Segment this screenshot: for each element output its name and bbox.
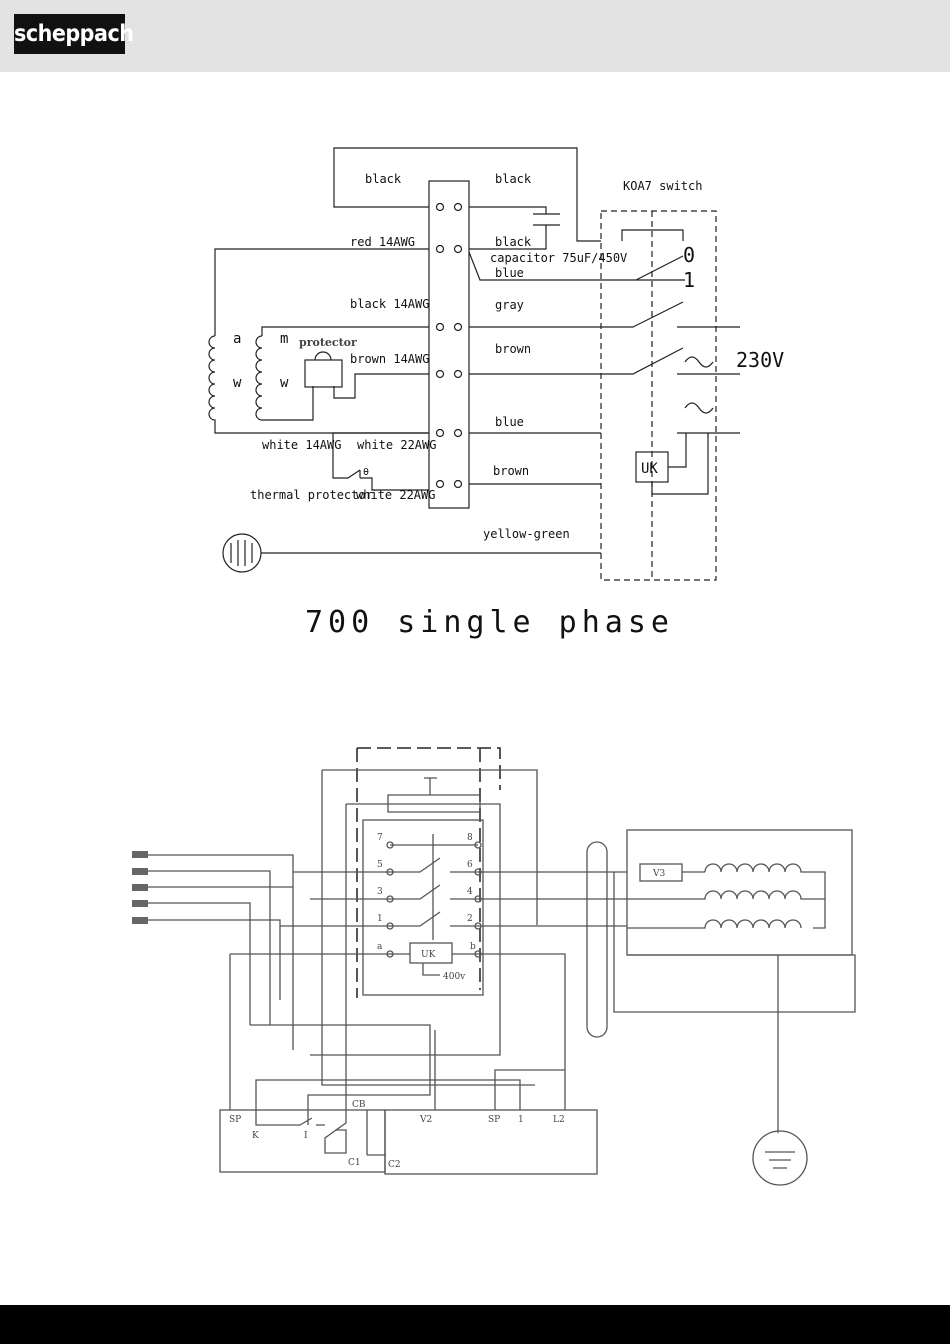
label-brown-14awg: brown 14AWG: [350, 352, 429, 366]
label-yellow-green: yellow-green: [483, 527, 570, 541]
label-coil-a: a: [233, 331, 241, 347]
label-thermal-protector: thermal protector: [250, 488, 373, 502]
switch-contact-0: [636, 256, 683, 280]
wire-inner-loop: [310, 804, 500, 1110]
label-k: K: [252, 1131, 259, 1141]
label-v2: V2: [419, 1115, 432, 1125]
input-plug-pins: [132, 851, 148, 924]
switch-contacts: [390, 845, 478, 926]
footer-bar: [0, 1305, 950, 1344]
terminal-5: 5: [377, 860, 383, 870]
terminal-a: a: [377, 942, 383, 952]
input-wires: [148, 855, 293, 1050]
label-sp-right: SP: [488, 1115, 500, 1125]
label-230v: 230V: [736, 348, 784, 372]
wire-red-14awg: [215, 249, 429, 336]
label-sp-left: SP: [229, 1115, 241, 1125]
ac-symbol-1: [685, 357, 713, 367]
label-l2: L2: [553, 1115, 565, 1125]
label-uk-2: UK: [421, 950, 436, 960]
earth-symbol: [223, 534, 261, 572]
label-coil-w1: w: [233, 375, 242, 391]
wire-black-loop: [334, 148, 601, 241]
label-brown-2: brown: [493, 464, 529, 478]
label-protector: protector: [299, 336, 357, 349]
label-gray: gray: [495, 298, 524, 312]
label-red-14awg: red 14AWG: [350, 235, 415, 249]
diagram-1-title: 700 single phase: [305, 605, 674, 640]
terminal-4: 4: [467, 887, 473, 897]
label-koa7-switch: KOA7 switch: [623, 179, 702, 193]
earth-plates: [231, 540, 252, 566]
label-1: 1: [518, 1115, 524, 1125]
label-v3: V3: [652, 869, 665, 879]
label-switch-1: 1: [683, 268, 695, 292]
label-cb: CB: [352, 1100, 366, 1110]
control-contacts: [256, 1110, 346, 1153]
label-black-top-left: black: [365, 172, 402, 186]
protector-bimetal: [315, 352, 331, 360]
ac-symbol-2: [685, 403, 713, 413]
input-to-switch-wires: [230, 872, 390, 954]
label-black-mid: black: [495, 235, 532, 249]
terminal-6: 6: [467, 860, 473, 870]
label-white-14awg: white 14AWG: [262, 438, 341, 452]
label-switch-0: 0: [683, 243, 695, 267]
label-uk: UK: [641, 461, 658, 477]
terminal-b: b: [470, 942, 476, 952]
label-coil-m: m: [280, 331, 288, 347]
label-black-14awg: black 14AWG: [350, 297, 429, 311]
label-blue-1: blue: [495, 266, 524, 280]
earth-lines-2: [765, 1152, 795, 1168]
label-c2: C2: [388, 1160, 401, 1170]
motor-coil-2: [627, 891, 825, 899]
terminal-3: 3: [377, 887, 383, 897]
terminal-8: 8: [467, 833, 473, 843]
koa7-switch-box: [601, 211, 716, 580]
terminal-block: [429, 181, 469, 508]
cable-gland: [587, 842, 607, 1037]
coil-a: [209, 336, 429, 433]
motor-coil-3: [627, 920, 801, 928]
label-400v: 400v: [443, 972, 466, 982]
diagram-three-phase: 7 8 5 6 3 4 1 2 a b UK 400v V3 SP K I CB…: [132, 748, 855, 1185]
label-theta: θ: [363, 467, 369, 478]
switch-housing-dashed: [357, 748, 500, 998]
label-black-top-right: black: [495, 172, 532, 186]
earth-symbol-2: [753, 1131, 807, 1185]
label-brown-1: brown: [495, 342, 531, 356]
label-coil-w2: w: [280, 375, 289, 391]
label-white-22awg-2: white 22AWG: [356, 488, 435, 502]
terminal-screws: [437, 204, 462, 488]
label-white-22awg: white 22AWG: [357, 438, 436, 452]
terminal-7: 7: [377, 833, 383, 843]
label-c1: C1: [348, 1158, 361, 1168]
wire-brown-14awg: [334, 374, 429, 398]
label-blue-2: blue: [495, 415, 524, 429]
terminal-1: 1: [377, 914, 383, 924]
diagram-700-single-phase: black black KOA7 switch red 14AWG black …: [209, 148, 784, 640]
label-capacitor: capacitor 75uF/450V: [490, 251, 627, 265]
contactor-coil: [388, 778, 480, 812]
uk-relay-wires: [652, 433, 708, 494]
protector-box: [305, 360, 342, 387]
motor-coil-1: [705, 864, 825, 928]
label-i: I: [304, 1131, 308, 1141]
mains-lines: [677, 327, 740, 433]
terminal-2: 2: [467, 914, 473, 924]
